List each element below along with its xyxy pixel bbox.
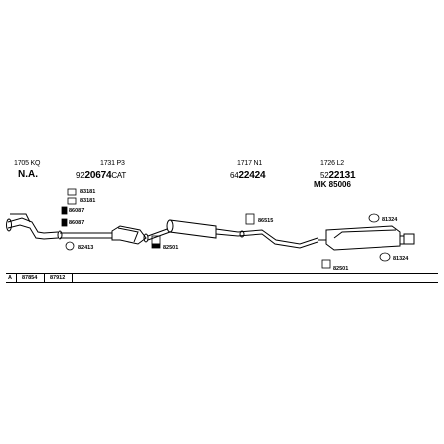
part-main-2: 20674	[84, 170, 112, 181]
part-number-2: 9220674CAT	[76, 170, 126, 181]
group-ref-1: 1705 KQ	[14, 160, 41, 167]
middle-muffler	[166, 219, 239, 239]
part-prefix-4: 52	[320, 171, 329, 180]
kit-number: MK 85006	[314, 180, 351, 189]
group-ref-4: 1726 L2	[320, 160, 344, 167]
part-code-1: 83181	[80, 189, 96, 195]
part-code-7: 86515	[258, 218, 274, 224]
part-code-5: 82413	[78, 245, 94, 251]
clamp-icon	[321, 259, 331, 269]
group-ref-3: 1717 N1	[237, 160, 263, 167]
ring-icon	[65, 241, 75, 251]
footer-cell-1: 87854	[20, 274, 45, 282]
footer-row: A 87854 87912	[6, 273, 438, 283]
clamp-icon	[151, 243, 161, 249]
part-prefix-3: 64	[230, 171, 239, 180]
part-number-3: 6422424	[230, 170, 266, 181]
footer-cell-a: A	[6, 274, 17, 282]
bolt-icon	[67, 197, 77, 205]
part-code-6: 82501	[163, 245, 179, 251]
part-main-3: 22424	[238, 170, 266, 181]
footer-cell-2: 87912	[48, 274, 73, 282]
front-pipe	[6, 213, 63, 240]
gasket-icon	[61, 218, 68, 227]
hanger-icon	[245, 213, 255, 225]
part-code-2: 83181	[80, 198, 96, 204]
part-code-9: 81324	[393, 256, 409, 262]
part-main-4: 22131	[328, 170, 356, 181]
rear-pipe	[237, 229, 319, 249]
part-code-8: 81324	[382, 217, 398, 223]
part-code-3: 86087	[69, 208, 85, 214]
part-code-4: 86087	[69, 220, 85, 226]
bolt-icon	[67, 188, 77, 196]
group-label-na: N.A.	[18, 169, 38, 180]
part-suffix-2: CAT	[111, 171, 127, 180]
pipe-2	[147, 227, 171, 237]
catalytic-converter	[111, 225, 149, 245]
gasket-icon	[61, 206, 68, 215]
group-ref-2: 1731 P3	[100, 160, 125, 167]
part-prefix-2: 92	[76, 171, 85, 180]
part-number-4: 5222131	[320, 170, 356, 181]
rubber-mount-icon	[368, 213, 380, 223]
rear-muffler	[318, 225, 415, 251]
part-code-10: 82501	[333, 266, 349, 272]
rubber-mount-icon	[379, 252, 391, 262]
